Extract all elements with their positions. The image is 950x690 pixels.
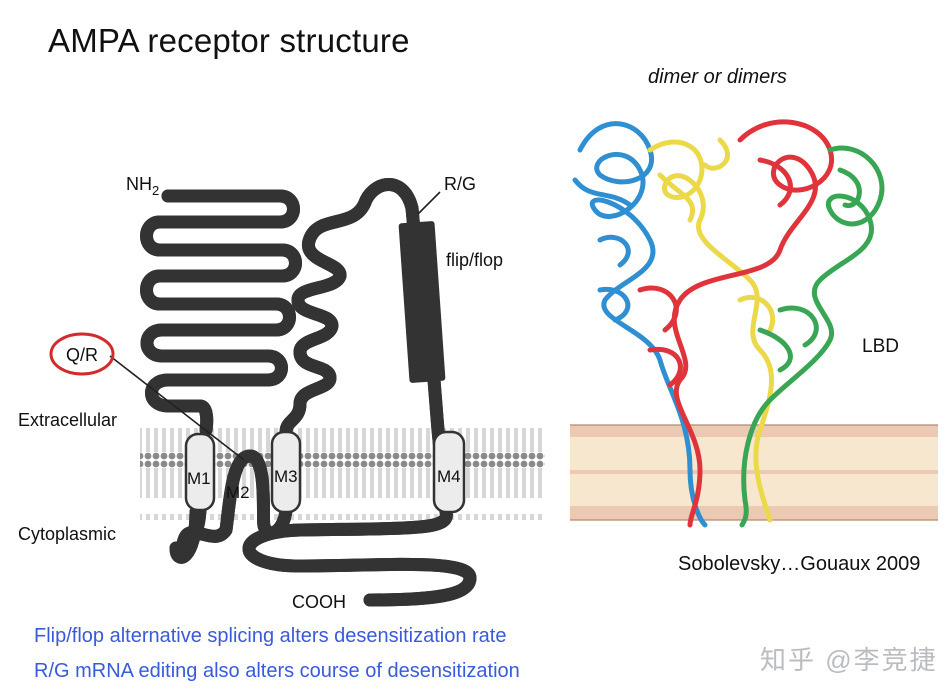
cooh-label: COOH <box>292 592 346 612</box>
m3-helix <box>270 430 302 514</box>
nh2-label: NH2 <box>126 174 159 198</box>
green-subunit <box>739 145 885 528</box>
watermark: 知乎 @李竞捷 <box>760 645 938 675</box>
amino-terminal-chain <box>147 189 296 437</box>
note-rg-editing: R/G mRNA editing also alters course of d… <box>34 660 520 682</box>
cytoplasmic-label: Cytoplasmic <box>18 524 116 544</box>
m4-helix <box>432 430 466 514</box>
protein-ribbons <box>572 119 885 528</box>
m2-label: M2 <box>226 483 250 502</box>
extracellular-label: Extracellular <box>18 410 117 430</box>
note-flip-flop: Flip/flop alternative splicing alters de… <box>34 625 507 647</box>
yellow-subunit <box>647 139 775 523</box>
rg-pointer-line <box>417 191 441 215</box>
flip-flop-label: flip/flop <box>446 250 503 270</box>
flip-flop-segment <box>398 221 446 383</box>
rg-label: R/G <box>444 174 476 194</box>
m1-label: M1 <box>187 469 211 488</box>
qr-highlight-circle <box>49 332 115 376</box>
lbd-label: LBD <box>862 336 899 357</box>
blue-subunit <box>577 121 708 528</box>
membrane-loops <box>169 184 477 607</box>
crystal-structure-image <box>570 119 938 528</box>
receptor-topology-diagram: NH2 Q/R R/G flip/flop Extracellular Cyto… <box>18 174 545 612</box>
qr-pointer-line <box>109 355 245 461</box>
qr-label: Q/R <box>66 345 98 365</box>
citation-credit: Sobolevsky…Gouaux 2009 <box>678 553 921 575</box>
m4-label: M4 <box>437 467 461 486</box>
m1-helix <box>184 432 216 512</box>
structure-subtitle: dimer or dimers <box>648 66 787 88</box>
slide-title: AMPA receptor structure <box>48 22 410 59</box>
transmembrane-helices <box>184 430 466 514</box>
m3-label: M3 <box>274 467 298 486</box>
red-subunit <box>671 119 835 528</box>
